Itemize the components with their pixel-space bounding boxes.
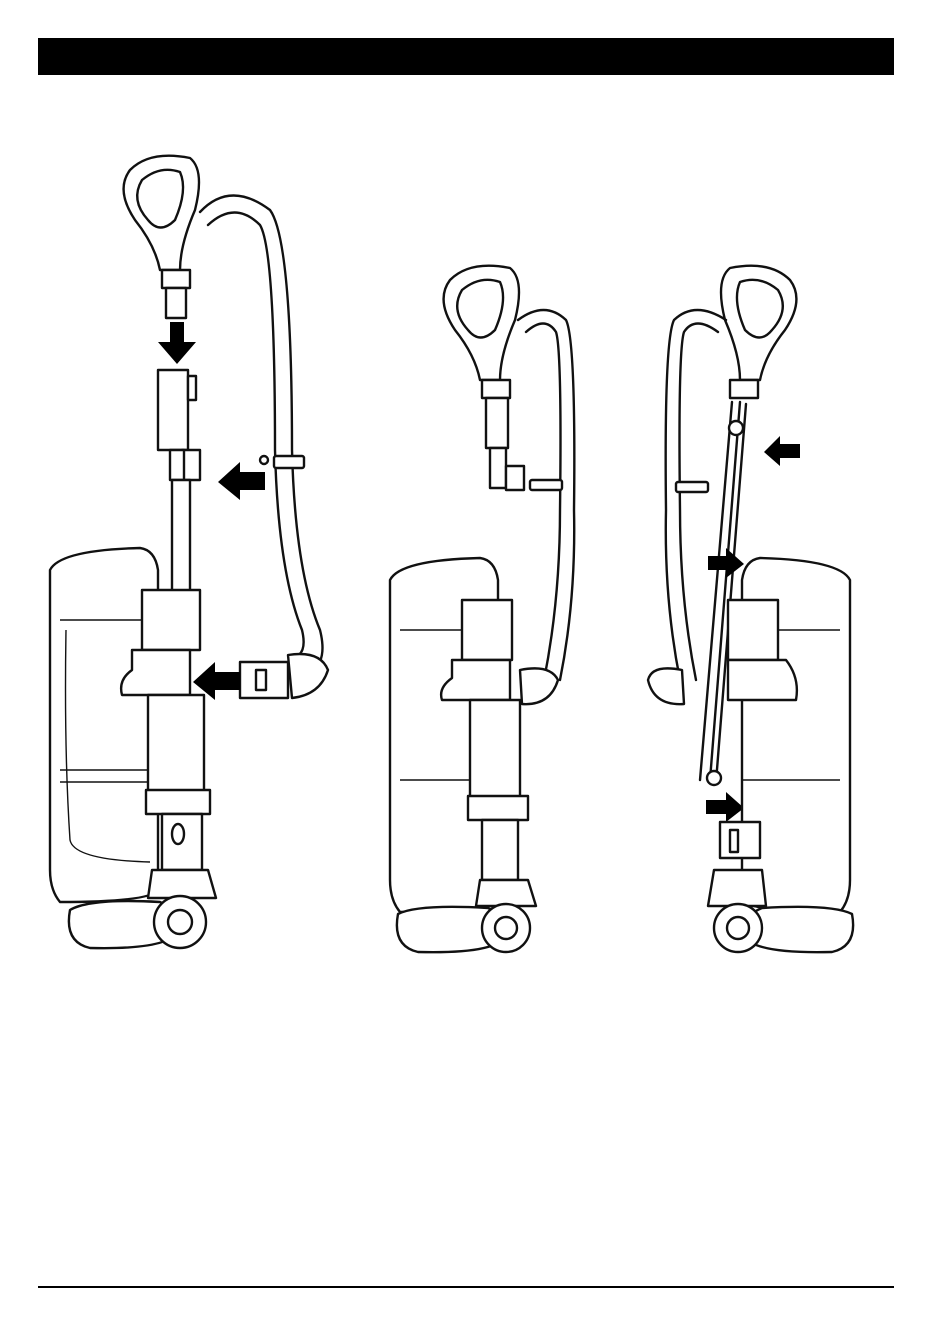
assembly-illustration-step-3: [640, 260, 880, 1050]
down-arrow-icon: [158, 322, 196, 364]
section-header-bar: [38, 38, 894, 75]
left-arrow-icon: [764, 436, 800, 466]
left-arrow-icon: [218, 462, 265, 500]
vacuum-exploded-view-icon: [30, 150, 350, 960]
right-arrow-icon: [708, 548, 744, 578]
assembly-illustration-step-1: [30, 150, 350, 960]
footer-rule: [38, 1286, 894, 1288]
vacuum-rear-view-icon: [640, 260, 880, 1050]
assembly-illustration-step-2: [370, 260, 600, 1050]
right-arrow-icon: [706, 792, 744, 822]
vacuum-assembled-view-icon: [370, 260, 600, 1050]
